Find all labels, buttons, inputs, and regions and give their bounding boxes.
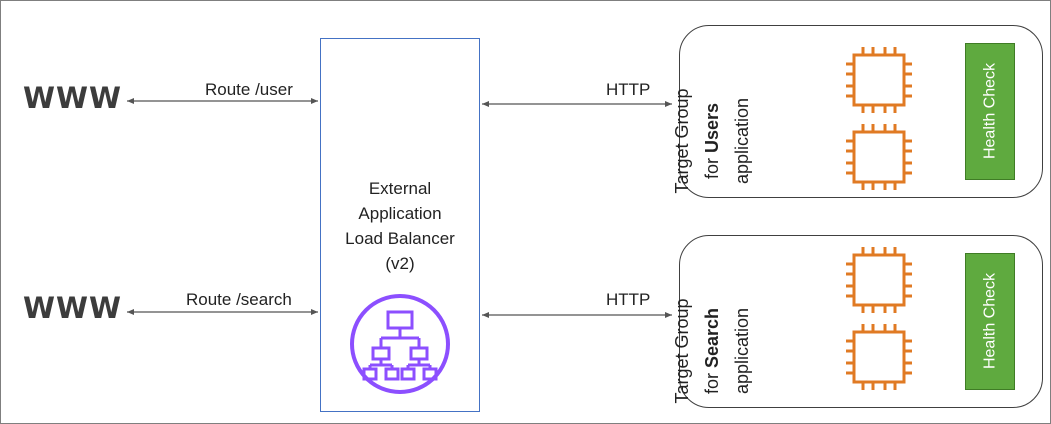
health-check-search: Health Check <box>965 253 1015 390</box>
target-group-users: Target Group for Users application Hea <box>672 25 1043 198</box>
target-group-title-line1: Target Group <box>672 88 692 194</box>
route-user-label: Route /user <box>205 80 293 99</box>
alb-title-line: Load Balancer <box>345 229 455 248</box>
alb-title: External Application Load Balancer (v2) <box>321 176 479 276</box>
alb-title-line: Application <box>358 204 442 223</box>
target-group-title: Target Group for Search application <box>667 285 757 417</box>
alb-title-line: (v2) <box>385 254 415 273</box>
target-group-title-line1: Target Group <box>672 298 692 404</box>
target-group-title-line2: for Search <box>697 285 727 417</box>
target-group-app-name: Users <box>702 102 722 154</box>
target-group-app-name: Search <box>702 307 722 369</box>
http-label-search: HTTP <box>606 290 651 309</box>
target-group-search: Target Group for Search application He <box>672 235 1043 408</box>
health-check-label: Health Check <box>981 272 999 370</box>
target-group-title: Target Group for Users application <box>667 75 757 207</box>
target-group-for: for <box>702 373 722 395</box>
www-source-search: WWW <box>23 291 122 325</box>
ec2-instance-chip-icon <box>846 247 912 313</box>
health-check-users: Health Check <box>965 43 1015 180</box>
load-balancer-icon <box>350 294 450 394</box>
target-group-title-line3: application <box>732 97 752 185</box>
ec2-instance-chip-icon <box>846 324 912 390</box>
route-search-label: Route /search <box>186 290 292 309</box>
target-group-title-line3: application <box>732 307 752 395</box>
health-check-label: Health Check <box>981 62 999 160</box>
alb-title-line: External <box>368 179 432 198</box>
http-label-users: HTTP <box>606 80 651 99</box>
www-source-user: WWW <box>23 81 122 115</box>
ec2-instance-chip-icon <box>846 124 912 190</box>
application-load-balancer: External Application Load Balancer (v2) <box>320 38 480 412</box>
target-group-title-line2: for Users <box>697 75 727 207</box>
target-group-for: for <box>702 158 722 180</box>
ec2-instance-chip-icon <box>846 47 912 113</box>
